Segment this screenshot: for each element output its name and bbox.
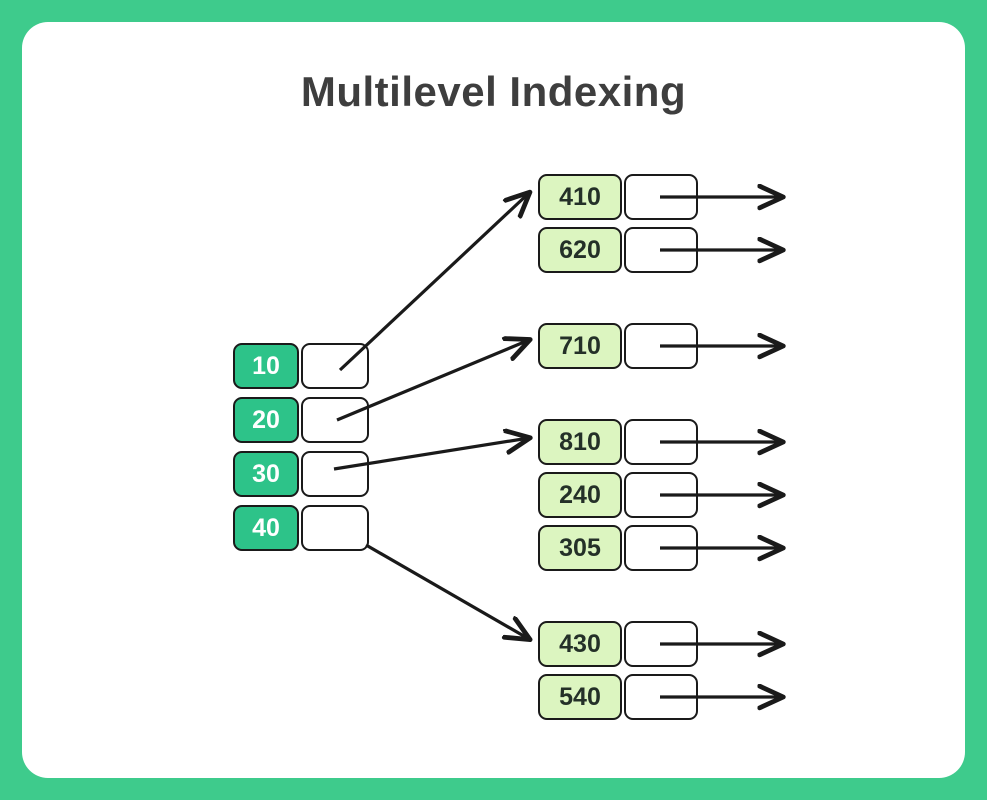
level1-key-cell: 30 <box>233 451 299 497</box>
level2-entry-540[interactable]: 540 <box>538 674 698 720</box>
level2-pointer-cell[interactable] <box>624 472 698 518</box>
level2-pointer-cell[interactable] <box>624 525 698 571</box>
level1-entry-0[interactable]: 10 <box>233 343 369 389</box>
level2-entry-240[interactable]: 240 <box>538 472 698 518</box>
level2-key-cell: 430 <box>538 621 622 667</box>
level1-pointer-cell[interactable] <box>301 505 369 551</box>
level2-entry-810[interactable]: 810 <box>538 419 698 465</box>
level2-key-cell: 810 <box>538 419 622 465</box>
level2-entry-305[interactable]: 305 <box>538 525 698 571</box>
level1-entry-2[interactable]: 30 <box>233 451 369 497</box>
level2-entry-430[interactable]: 430 <box>538 621 698 667</box>
level2-key-cell: 240 <box>538 472 622 518</box>
level2-pointer-cell[interactable] <box>624 227 698 273</box>
level2-pointer-cell[interactable] <box>624 174 698 220</box>
white-panel <box>22 22 965 778</box>
level2-pointer-cell[interactable] <box>624 621 698 667</box>
level2-pointer-cell[interactable] <box>624 419 698 465</box>
level1-pointer-cell[interactable] <box>301 451 369 497</box>
page-title: Multilevel Indexing <box>300 68 687 115</box>
level1-pointer-cell[interactable] <box>301 397 369 443</box>
level2-key-cell: 305 <box>538 525 622 571</box>
level2-pointer-cell[interactable] <box>624 674 698 720</box>
level1-key-cell: 10 <box>233 343 299 389</box>
level2-entry-620[interactable]: 620 <box>538 227 698 273</box>
level1-key-cell: 40 <box>233 505 299 551</box>
level2-key-cell: 410 <box>538 174 622 220</box>
level2-entry-710[interactable]: 710 <box>538 323 698 369</box>
level1-key-cell: 20 <box>233 397 299 443</box>
level2-pointer-cell[interactable] <box>624 323 698 369</box>
level2-key-cell: 620 <box>538 227 622 273</box>
level1-entry-3[interactable]: 40 <box>233 505 369 551</box>
level2-key-cell: 710 <box>538 323 622 369</box>
level2-entry-410[interactable]: 410 <box>538 174 698 220</box>
level1-pointer-cell[interactable] <box>301 343 369 389</box>
level1-entry-1[interactable]: 20 <box>233 397 369 443</box>
level2-key-cell: 540 <box>538 674 622 720</box>
